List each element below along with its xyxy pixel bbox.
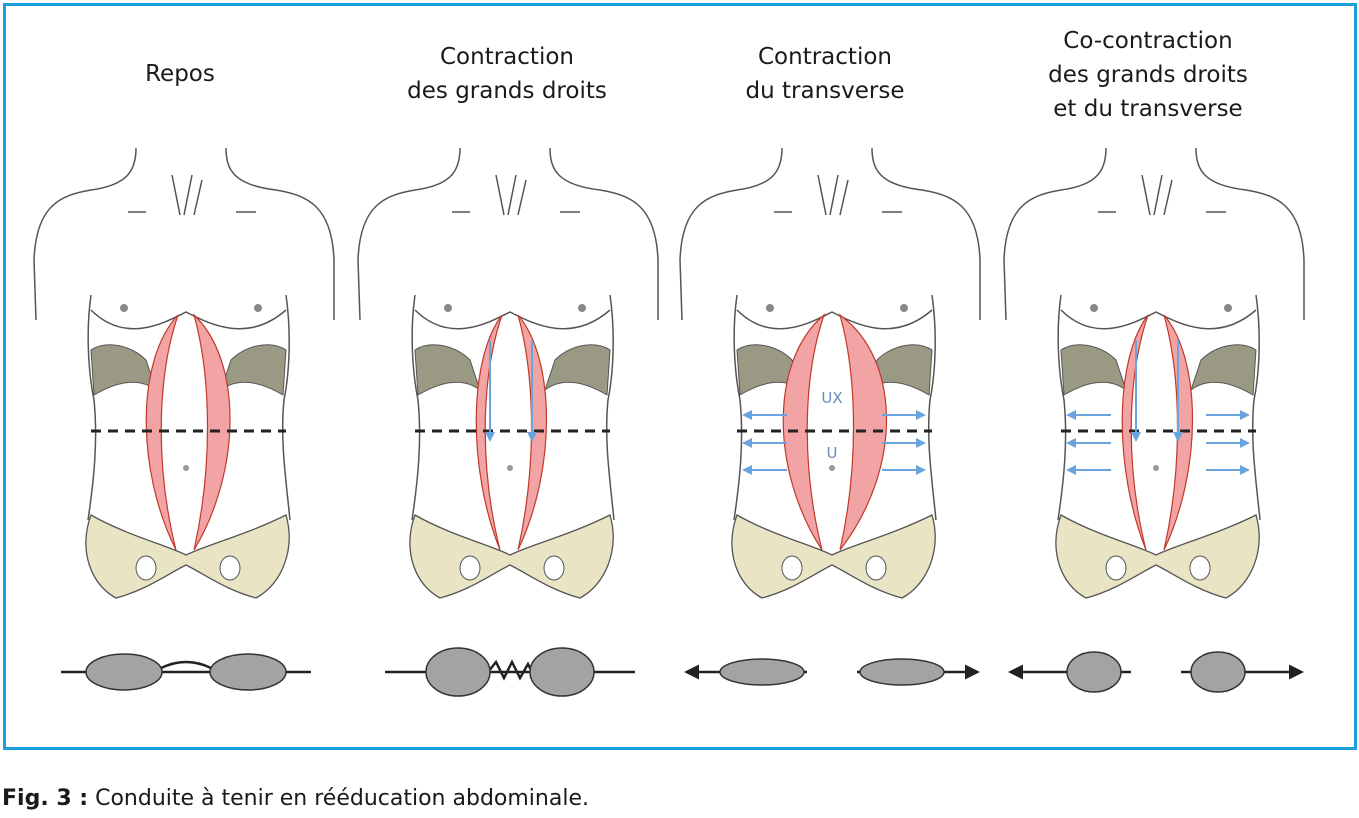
right-obturator-foramen bbox=[543, 555, 565, 581]
caption-label: Fig. 3 : bbox=[2, 786, 89, 811]
left-nipple bbox=[444, 304, 452, 312]
left-shoulder-outline bbox=[357, 147, 461, 321]
rib-arch-outline bbox=[414, 309, 611, 330]
left-flank-outline bbox=[733, 294, 743, 521]
right-lower-ribs bbox=[220, 344, 287, 396]
panel-title-transverse: Contraction du transverse bbox=[745, 44, 905, 104]
left-obturator-foramen bbox=[1105, 555, 1127, 581]
pelvis bbox=[409, 514, 614, 599]
right-lower-ribs bbox=[1190, 344, 1257, 396]
panel-title-rectus: Contraction des grands droits bbox=[407, 44, 607, 104]
section-right-rectus bbox=[1190, 651, 1246, 693]
linea-alba-zigzag bbox=[487, 659, 534, 681]
right-obturator-foramen bbox=[219, 555, 241, 581]
pelvis bbox=[85, 514, 290, 599]
figure-caption: Fig. 3 : Conduite à tenir en rééducation… bbox=[2, 786, 589, 811]
navel bbox=[1153, 465, 1159, 471]
left-rectus-muscle bbox=[782, 313, 826, 551]
torso-rest bbox=[33, 147, 335, 691]
neck-lines bbox=[817, 174, 849, 216]
label-ux: UX bbox=[821, 389, 842, 407]
left-shoulder-outline bbox=[33, 147, 137, 321]
navel bbox=[183, 465, 189, 471]
right-shoulder-outline bbox=[225, 147, 335, 320]
pelvis bbox=[1055, 514, 1260, 599]
torso-rectus bbox=[357, 147, 659, 697]
abdominal-diagram: UX U bbox=[33, 147, 1305, 697]
pelvis bbox=[731, 514, 936, 599]
right-nipple bbox=[1224, 304, 1232, 312]
panel-title-both: Co-contraction des grands droits et du t… bbox=[1048, 28, 1248, 122]
right-shoulder-outline bbox=[871, 147, 981, 320]
section-left-rectus bbox=[719, 658, 805, 686]
left-flank-outline bbox=[1057, 294, 1067, 521]
left-flank-outline bbox=[87, 294, 97, 521]
neck-lines bbox=[171, 174, 203, 216]
left-shoulder-outline bbox=[679, 147, 783, 321]
left-nipple bbox=[1090, 304, 1098, 312]
section-left-rectus bbox=[1066, 651, 1122, 693]
torso-both bbox=[1003, 147, 1305, 693]
section-left-rectus bbox=[425, 647, 491, 697]
left-rectus-muscle bbox=[145, 314, 179, 551]
section-right-rectus bbox=[859, 658, 945, 686]
right-shoulder-outline bbox=[1195, 147, 1305, 320]
right-flank-outline bbox=[281, 294, 291, 521]
linea-alba-curve bbox=[160, 660, 212, 670]
left-obturator-foramen bbox=[135, 555, 157, 581]
left-lower-ribs bbox=[90, 344, 157, 396]
neck-lines bbox=[495, 174, 527, 216]
right-obturator-foramen bbox=[865, 555, 887, 581]
panel-title-rest: Repos bbox=[145, 61, 215, 87]
right-flank-outline bbox=[927, 294, 937, 521]
torso-transverse: UX U bbox=[679, 147, 981, 686]
left-obturator-foramen bbox=[459, 555, 481, 581]
left-flank-outline bbox=[411, 294, 421, 521]
rib-arch-outline bbox=[1060, 309, 1257, 330]
left-obturator-foramen bbox=[781, 555, 803, 581]
rib-arch-outline bbox=[90, 309, 287, 330]
rib-arch-outline bbox=[736, 309, 933, 330]
left-lower-ribs bbox=[414, 344, 481, 396]
label-u: U bbox=[827, 444, 838, 462]
right-obturator-foramen bbox=[1189, 555, 1211, 581]
caption-text: Conduite à tenir en rééducation abdomina… bbox=[88, 786, 589, 811]
right-flank-outline bbox=[605, 294, 615, 521]
neck-lines bbox=[1141, 174, 1173, 216]
left-nipple bbox=[766, 304, 774, 312]
left-lower-ribs bbox=[1060, 344, 1127, 396]
right-lower-ribs bbox=[544, 344, 611, 396]
left-nipple bbox=[120, 304, 128, 312]
section-right-rectus bbox=[529, 647, 595, 697]
navel bbox=[507, 465, 513, 471]
right-flank-outline bbox=[1251, 294, 1261, 521]
right-nipple bbox=[254, 304, 262, 312]
left-shoulder-outline bbox=[1003, 147, 1107, 321]
right-nipple bbox=[900, 304, 908, 312]
right-nipple bbox=[578, 304, 586, 312]
section-left-rectus bbox=[85, 653, 163, 691]
right-shoulder-outline bbox=[549, 147, 659, 320]
section-right-rectus bbox=[209, 653, 287, 691]
navel bbox=[829, 465, 835, 471]
